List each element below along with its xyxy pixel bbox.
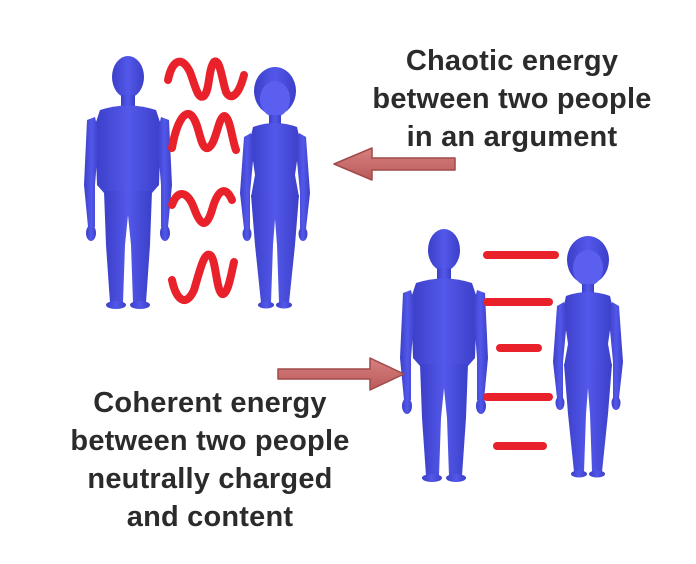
woman-figure-icon (240, 67, 310, 309)
caption-line: between two people (40, 422, 380, 460)
coherent-energy-lines (487, 255, 555, 446)
chaotic-energy-waves (168, 62, 244, 301)
caption-line: between two people (352, 80, 672, 118)
chaotic-wave-3 (172, 191, 232, 223)
man-figure-icon (84, 56, 172, 309)
caption-line: in an argument (352, 118, 672, 156)
man-figure-icon (400, 229, 488, 482)
chaotic-wave-1 (168, 62, 244, 97)
coherent-energy-caption: Coherent energy between two people neutr… (40, 384, 380, 536)
chaotic-wave-4 (172, 255, 234, 300)
caption-line: Chaotic energy (352, 42, 672, 80)
woman-figure-icon (553, 236, 623, 478)
caption-line: and content (40, 498, 380, 536)
caption-line: Coherent energy (40, 384, 380, 422)
chaotic-energy-caption: Chaotic energy between two people in an … (352, 42, 672, 156)
chaotic-wave-2 (172, 114, 236, 150)
caption-line: neutrally charged (40, 460, 380, 498)
